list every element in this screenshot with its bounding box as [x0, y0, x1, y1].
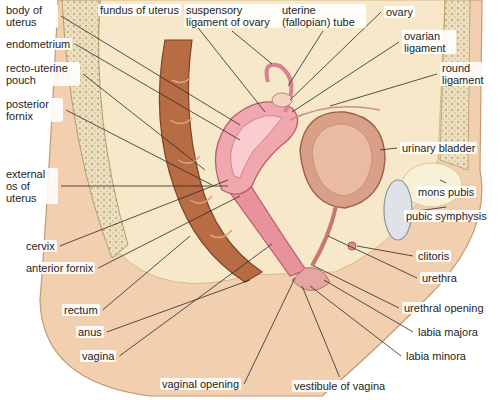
part-label: pubic symphysis	[404, 210, 489, 222]
part-label: labia majora	[416, 326, 480, 338]
part-label: external os of uterus	[4, 168, 58, 204]
body-silhouette	[40, 0, 482, 396]
leader-line	[302, 286, 340, 377]
leader-line	[244, 278, 295, 384]
urethra	[312, 206, 336, 266]
part-label: clitoris	[416, 250, 451, 262]
leader-line	[324, 280, 413, 332]
fallopian-tube	[267, 65, 292, 112]
leader-line	[357, 246, 413, 256]
leader-line	[83, 74, 205, 170]
part-label: recto-uterine pouch	[4, 62, 80, 86]
round-ligament	[290, 107, 380, 120]
part-label: suspensory ligament of ovary	[184, 4, 280, 28]
endometrium	[231, 115, 282, 178]
leader-line	[98, 196, 240, 268]
part-label: vestibule of vagina	[292, 380, 387, 392]
leader-line	[288, 31, 323, 86]
part-label: rectum	[62, 304, 100, 316]
part-label: body of uterus	[4, 4, 58, 28]
leader-line	[107, 280, 250, 332]
leader-line	[314, 266, 399, 308]
part-label: mons pubis	[416, 186, 476, 198]
leader-line	[232, 31, 272, 64]
leader-line	[61, 16, 240, 125]
part-label: uterine (fallopian) tube	[280, 4, 366, 28]
part-label: cervix	[24, 240, 57, 252]
part-label: anterior fornix	[24, 262, 95, 274]
part-label: endometrium	[4, 38, 72, 50]
ovary	[272, 93, 292, 107]
part-label: ovary	[384, 6, 415, 18]
part-label: ovarian ligament	[402, 30, 456, 54]
leader-line	[310, 286, 401, 356]
leader-line	[440, 180, 446, 183]
urinary-bladder	[300, 112, 385, 208]
part-label: urethra	[420, 272, 459, 284]
part-label: vagina	[80, 350, 116, 362]
part-label: fundus of uterus	[98, 4, 181, 16]
part-label: round ligament	[440, 62, 494, 86]
leader-line	[60, 180, 228, 246]
leader-line	[61, 186, 228, 187]
part-label: urethral opening	[402, 302, 486, 314]
leader-line	[119, 244, 272, 356]
leader-line	[66, 110, 212, 185]
leader-line	[75, 44, 240, 140]
leader-line	[328, 236, 417, 278]
part-label: urinary bladder	[400, 142, 477, 154]
leader-line	[330, 74, 437, 106]
pelvic-cavity	[98, 0, 445, 284]
part-label: posterior fornix	[4, 98, 63, 122]
part-label: labia minora	[404, 350, 468, 362]
leader-line	[103, 236, 190, 310]
leader-line	[380, 148, 397, 150]
part-label: vaginal opening	[160, 378, 241, 390]
bladder-lining	[312, 124, 372, 196]
part-label: anus	[76, 326, 104, 338]
